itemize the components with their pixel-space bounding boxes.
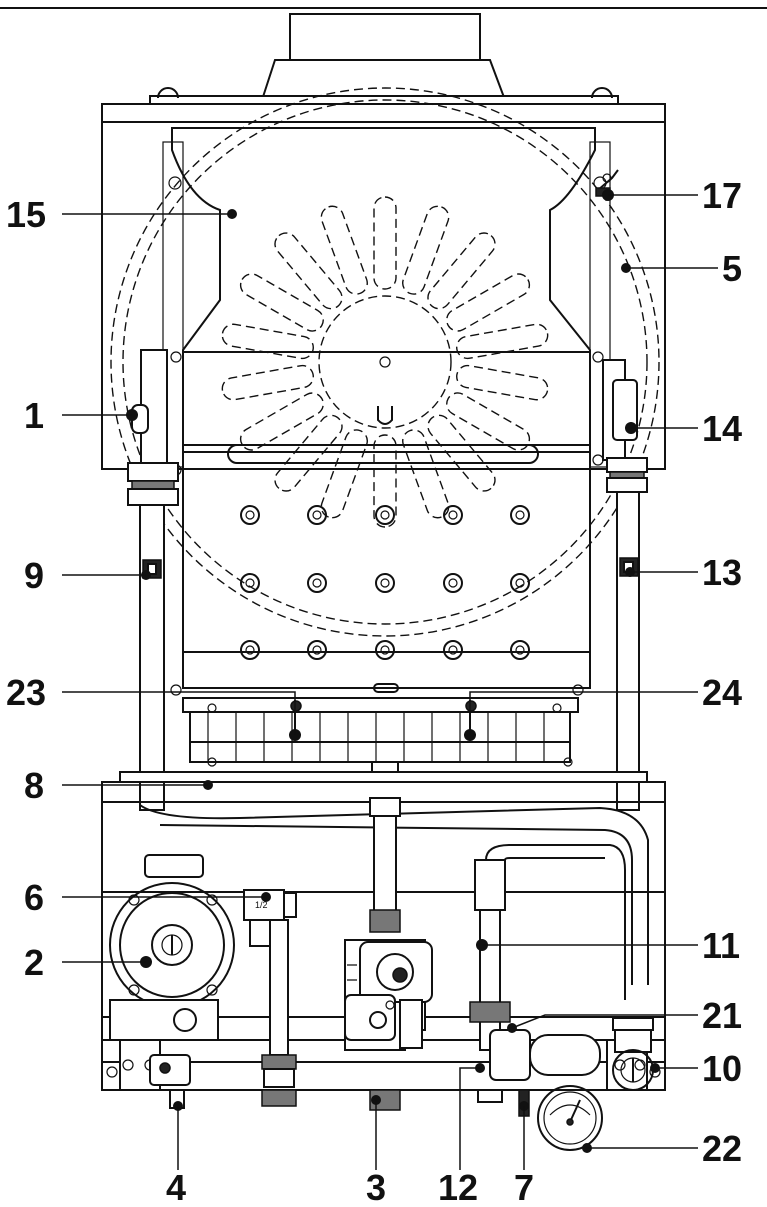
burner (182, 697, 579, 773)
leader-lines (62, 194, 718, 1170)
gas-pipe (369, 797, 401, 933)
pump-assembly (109, 854, 235, 1086)
callout-6: 6 (24, 877, 44, 918)
lower-pipes (261, 844, 626, 1088)
fan-circles (110, 87, 660, 637)
callout-12: 12 (438, 1167, 478, 1207)
gas-valve (344, 939, 433, 1051)
callout-1: 1 (24, 395, 44, 436)
fan-housing (171, 127, 596, 446)
callout-15: 15 (6, 194, 46, 235)
callout-21: 21 (702, 995, 742, 1036)
callout-17: 17 (702, 175, 742, 216)
callout-5: 5 (722, 248, 742, 289)
air-vent: 1/2 (243, 889, 297, 947)
callout-labels: 15 1 9 23 8 6 2 17 5 14 13 24 11 21 10 2… (6, 175, 742, 1207)
callout-4: 4 (166, 1167, 186, 1207)
left-flow-pipe (127, 349, 179, 811)
diverter-valve (612, 1017, 654, 1091)
callout-10: 10 (702, 1048, 742, 1089)
callout-11: 11 (702, 925, 740, 966)
upper-casing (101, 103, 666, 470)
callout-14: 14 (702, 408, 742, 449)
callout-9: 9 (24, 555, 44, 596)
port-grid (240, 505, 530, 660)
fan-blades (221, 196, 549, 528)
callout-8: 8 (24, 765, 44, 806)
bypass-pipe (139, 804, 649, 985)
pressure-switch (489, 1029, 601, 1081)
flue-outlet (149, 13, 619, 105)
pressure-gauge (537, 1085, 603, 1151)
callout-24: 24 (702, 672, 742, 713)
callout-13: 13 (702, 552, 742, 593)
callout-7: 7 (514, 1167, 534, 1207)
combustion-chamber (170, 451, 591, 696)
callout-2: 2 (24, 942, 44, 983)
callout-3: 3 (366, 1167, 386, 1207)
valve-marking: 1/2 (255, 900, 268, 910)
heat-exchanger-panel (168, 176, 607, 476)
callout-22: 22 (702, 1128, 742, 1169)
bottom-fittings (169, 1089, 530, 1117)
callout-23: 23 (6, 672, 46, 713)
